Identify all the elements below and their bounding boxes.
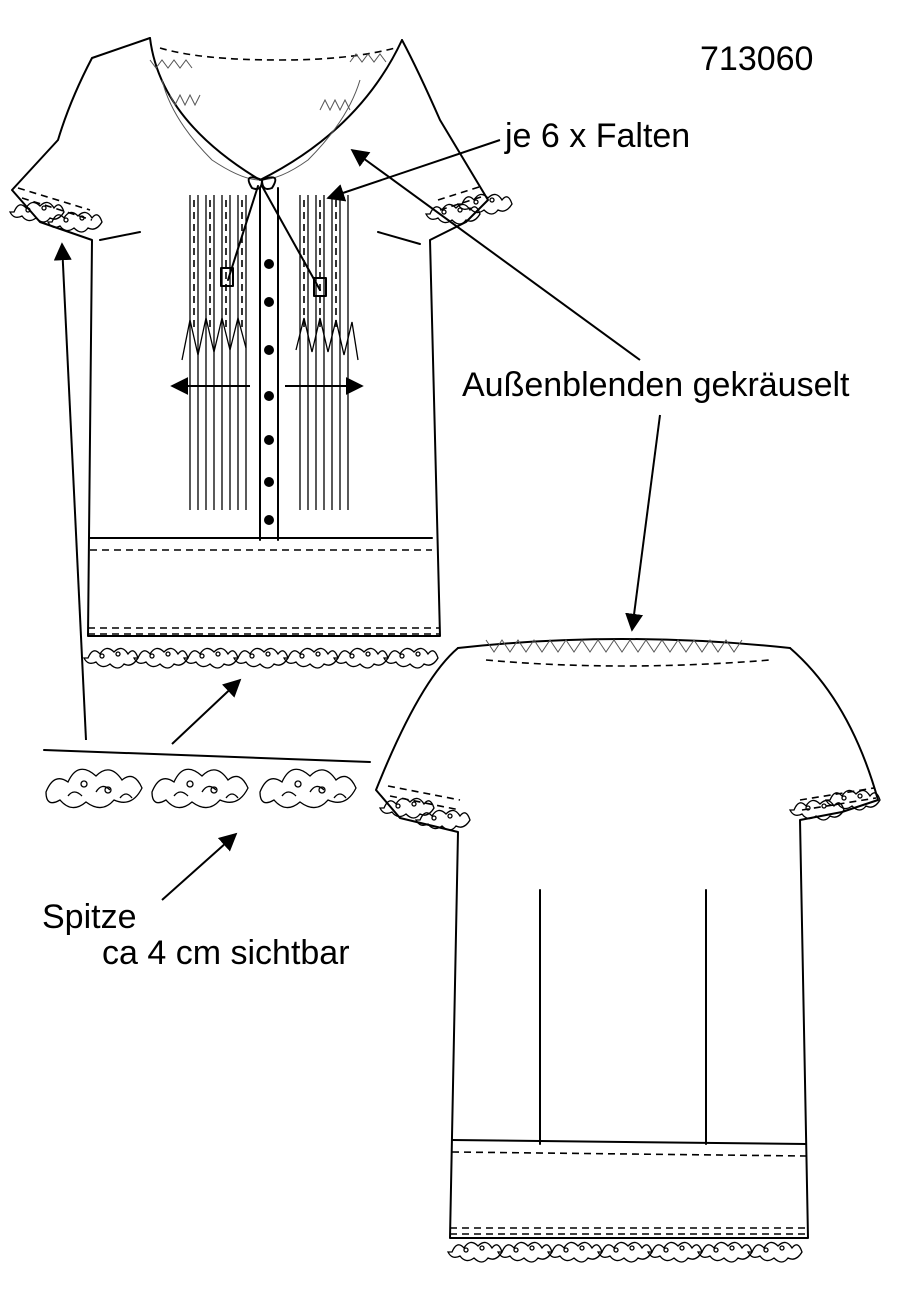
lace-detail <box>43 749 371 809</box>
facings-label: Außenblenden gekräuselt <box>462 366 850 404</box>
pleats-label: je 6 x Falten <box>505 117 691 155</box>
lace-title-label: Spitze <box>42 898 137 936</box>
facing-arrow-front <box>350 148 641 361</box>
back-garment <box>375 638 881 1263</box>
front-garment <box>9 37 513 669</box>
lace-detail-arrow <box>161 832 238 901</box>
hem-lace <box>83 647 439 669</box>
facing-arrow-back <box>625 414 661 632</box>
hem-lace-arrow <box>171 678 242 745</box>
pleats-arrow <box>326 139 501 202</box>
model-number: 713060 <box>700 40 814 78</box>
buttons <box>264 259 274 525</box>
back-hem-lace <box>447 1241 803 1263</box>
lace-detail-label: ca 4 cm sichtbar <box>102 934 350 972</box>
sleeve-lace-arrow <box>53 242 87 741</box>
